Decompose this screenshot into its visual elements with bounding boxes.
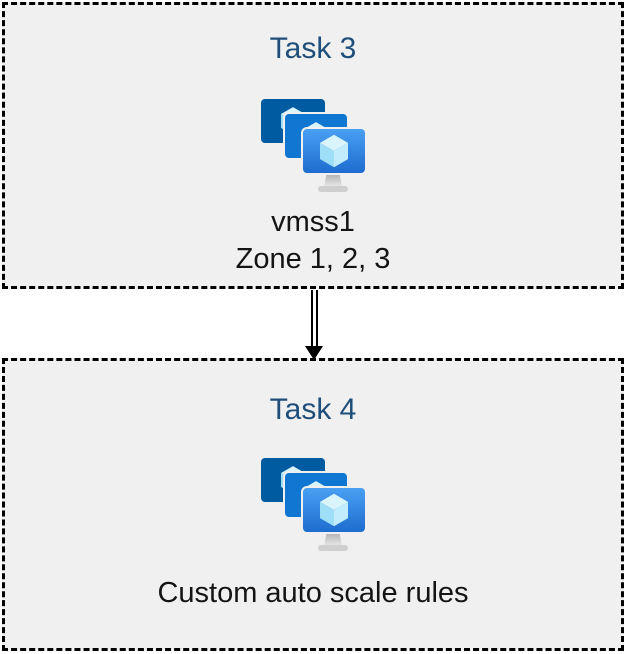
task3-caption: vmss1 Zone 1, 2, 3 <box>236 204 391 278</box>
task4-title: Task 4 <box>269 393 357 426</box>
down-arrow <box>305 290 323 360</box>
vm-scale-sets-icon <box>260 98 366 194</box>
vm-scale-sets-icon <box>260 457 366 553</box>
autoscale-rules-label: Custom auto scale rules <box>157 577 469 609</box>
task4-box: Task 4 Custom auto scale rules <box>2 358 624 651</box>
task3-title: Task 3 <box>269 32 357 65</box>
task3-box: Task 3 <box>2 2 624 289</box>
vmss-name-label: vmss1 <box>271 206 355 238</box>
task4-caption: Custom auto scale rules <box>157 575 468 612</box>
zone-label: Zone 1, 2, 3 <box>235 243 391 275</box>
arrow-shaft <box>310 290 318 346</box>
arrow-head-icon <box>305 346 323 360</box>
